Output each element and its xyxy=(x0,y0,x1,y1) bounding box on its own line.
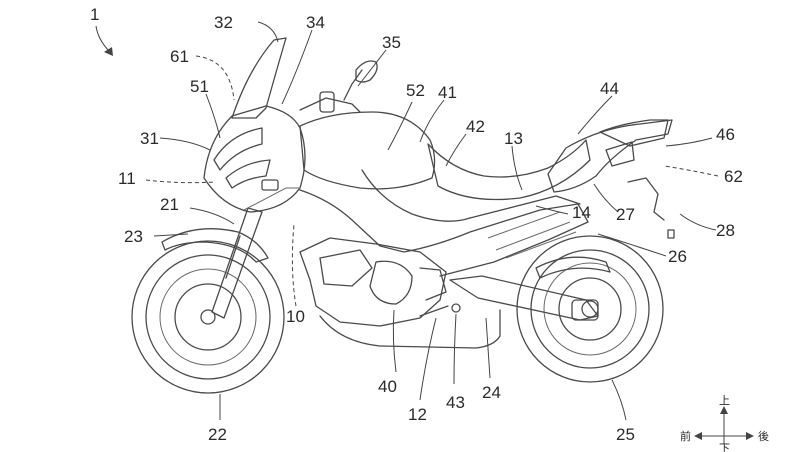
direction-up-label: 上 xyxy=(719,394,730,407)
fuel-tank xyxy=(299,111,436,190)
label-27: 27 xyxy=(616,205,635,224)
front-fender xyxy=(161,228,269,263)
swingarm xyxy=(449,275,599,321)
label-35: 35 xyxy=(382,33,401,52)
direction-front-label: 前 xyxy=(680,429,691,443)
label-62: 62 xyxy=(724,167,743,186)
leader-lines xyxy=(145,21,719,421)
label-14: 14 xyxy=(572,203,591,222)
label-22: 22 xyxy=(208,425,227,444)
reference-numerals: 32 34 35 61 51 52 41 44 42 13 46 31 62 1… xyxy=(118,13,743,444)
direction-down-label: 下 xyxy=(719,442,730,452)
label-12: 12 xyxy=(408,405,427,424)
label-23: 23 xyxy=(124,227,143,246)
label-13: 13 xyxy=(504,129,523,148)
figure-arrow xyxy=(95,25,111,53)
frame xyxy=(299,169,589,277)
label-44: 44 xyxy=(600,79,619,98)
label-51: 51 xyxy=(190,77,209,96)
figure-number: 1 xyxy=(90,5,99,24)
label-42: 42 xyxy=(466,117,485,136)
label-24: 24 xyxy=(482,383,501,402)
rear-carrier xyxy=(547,119,675,239)
label-41: 41 xyxy=(438,83,457,102)
label-52: 52 xyxy=(406,81,425,100)
label-10: 10 xyxy=(286,307,305,326)
direction-rear-label: 後 xyxy=(758,429,769,443)
label-34: 34 xyxy=(306,13,325,32)
label-25: 25 xyxy=(616,425,635,444)
engine xyxy=(299,237,461,327)
label-26: 26 xyxy=(668,247,687,266)
label-43: 43 xyxy=(446,393,465,412)
exhaust-pipe xyxy=(319,309,501,349)
label-32: 32 xyxy=(214,13,233,32)
label-61: 61 xyxy=(170,47,189,66)
label-28: 28 xyxy=(716,221,735,240)
front-fork xyxy=(211,207,263,319)
rear-fender xyxy=(535,256,611,279)
label-40: 40 xyxy=(378,377,397,396)
label-31: 31 xyxy=(140,129,159,148)
label-11: 11 xyxy=(118,169,136,188)
label-21: 21 xyxy=(160,195,179,214)
seat xyxy=(427,139,591,201)
windscreen xyxy=(231,37,287,119)
headlight-fairing xyxy=(203,105,306,213)
front-wheel xyxy=(131,240,285,394)
label-46: 46 xyxy=(716,125,735,144)
direction-indicator: 上 下 前 後 xyxy=(680,394,769,452)
handlebar xyxy=(299,60,378,113)
